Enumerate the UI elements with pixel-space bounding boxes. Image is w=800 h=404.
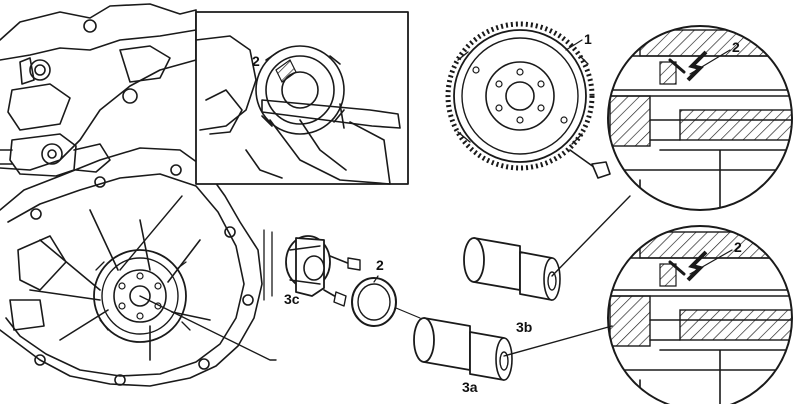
leader-3b-detail — [551, 195, 631, 277]
divider-lines — [263, 229, 273, 301]
leader-seal-to-tool — [395, 307, 421, 319]
leader-3a-detail — [503, 325, 613, 357]
callout-tool-3c: 3c — [284, 291, 300, 307]
flywheel — [445, 21, 611, 179]
engine-block — [0, 3, 263, 387]
callout-detail-bottom-2: 2 — [734, 239, 742, 255]
callout-tool-3b: 3b — [516, 319, 532, 335]
callout-flywheel-1: 1 — [584, 31, 592, 47]
leader-flywheel — [565, 39, 583, 51]
callout-inset-2: 2 — [252, 53, 260, 69]
leader-detail-top — [689, 49, 731, 75]
tool-3a — [413, 317, 513, 381]
leader-line-crank — [139, 295, 277, 361]
callout-seal-2: 2 — [376, 257, 384, 273]
detail-view-bottom — [607, 225, 793, 404]
leader-detail-bottom — [689, 249, 733, 275]
callout-detail-top-2: 2 — [732, 39, 740, 55]
tool-3b — [463, 237, 561, 301]
seal-removal-inset: 2 — [195, 11, 409, 185]
leader-seal — [373, 275, 379, 283]
crankshaft-flange — [93, 249, 191, 343]
seal-ring — [351, 277, 397, 327]
tool-3c — [285, 235, 361, 307]
callout-tool-3a: 3a — [462, 379, 478, 395]
leader-line-inset — [119, 195, 183, 271]
detail-view-top — [607, 25, 793, 211]
